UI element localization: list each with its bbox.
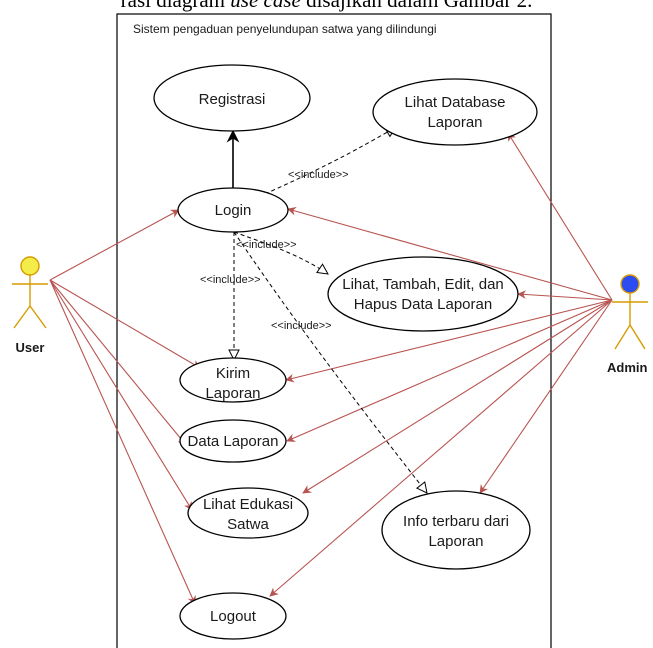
assoc-admin-info [479,299,613,494]
system-title: Sistem pengaduan penyelundupan satwa yan… [133,22,437,36]
uc-data-laporan-text: Data Laporan [188,433,279,450]
include-label-database: <<include>> [288,169,349,181]
uc-lihat-database-line1: Lihat Database [405,94,506,111]
include-label-kirim: <<include>> [200,274,261,286]
include-database [264,127,396,195]
include-label-info: <<include>> [271,320,332,332]
uc-logout-text: Logout [210,608,257,625]
uc-kirim-line1: Kirim [216,365,250,382]
assoc-admin-data-laporan [286,299,613,442]
assoc-admin-database [507,132,613,301]
assoc-admin-logout [269,299,613,597]
system-boundary [116,13,552,648]
include-lihat-tambah [233,231,328,274]
assoc-user-edukasi [49,279,193,511]
include-info [233,231,427,493]
uc-lihat-edukasi-line2: Satwa [227,516,269,533]
admin-head-icon [620,274,640,294]
assoc-user-login [49,209,180,281]
include-dependencies [234,127,427,493]
assoc-user-logout [49,279,196,605]
use-case-lihat-database: Lihat Database Laporan [372,78,538,146]
use-case-info-terbaru: Info terbaru dari Laporan [381,490,531,570]
use-case-lihat-edukasi: Lihat Edukasi Satwa [187,487,309,539]
document-caption: rasi diagram use case disajikan dalam Ga… [0,0,653,13]
include-label-lihat-tambah: <<include>> [236,239,297,251]
user-head-icon [20,256,40,276]
actor-user: User [12,256,48,355]
admin-associations [269,132,613,597]
uc-registrasi-text: Registrasi [199,91,266,108]
use-case-login: Login [177,187,289,233]
uc-lihat-tambah-line2: Hapus Data Laporan [354,296,492,313]
uc-lihat-tambah-line1: Lihat, Tambah, Edit, dan [342,276,504,293]
uc-info-terbaru-line2: Laporan [428,533,483,550]
user-associations [49,209,201,605]
use-case-lihat-tambah: Lihat, Tambah, Edit, dan Hapus Data Lapo… [327,256,519,332]
use-case-kirim: Kirim Laporan [179,357,287,403]
actor-user-label: User [16,340,45,355]
uc-lihat-database-line2: Laporan [427,114,482,131]
uc-login-text: Login [215,202,252,219]
use-case-data-laporan: Data Laporan [179,419,287,463]
use-case-registrasi: Registrasi [153,64,311,132]
uc-info-terbaru-line1: Info terbaru dari [403,513,509,530]
assoc-admin-login [287,206,613,301]
assoc-admin-edukasi [302,299,613,494]
use-case-logout: Logout [179,592,287,640]
assoc-admin-kirim [285,299,613,383]
assoc-user-kirim [49,279,201,369]
uc-kirim-line2: Laporan [205,385,260,402]
caption-italic: use case [230,0,301,12]
caption-suffix: disajikan dalam Gambar 2. [300,0,533,12]
caption-prefix: rasi diagram [120,0,231,12]
assoc-admin-lihat-tambah [517,290,613,301]
actor-admin-label: Admin [607,360,648,375]
uc-lihat-edukasi-line1: Lihat Edukasi [203,496,293,513]
actor-admin: Admin [607,274,648,375]
assoc-user-data-laporan [49,279,187,446]
